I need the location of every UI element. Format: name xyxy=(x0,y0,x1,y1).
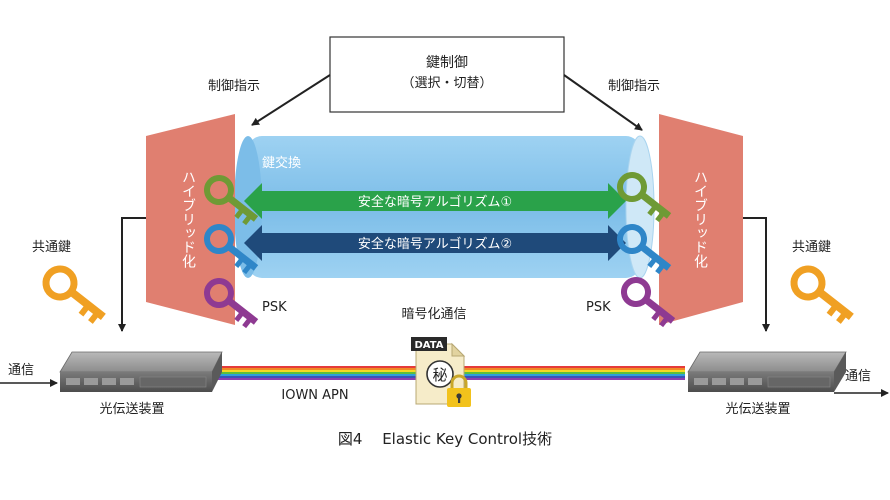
comm-label-right: 通信 xyxy=(845,369,871,384)
key-control-box: 鍵制御 （選択・切替） xyxy=(329,36,565,113)
algo2-label: 安全な暗号アルゴリズム② xyxy=(358,236,512,252)
shared-key-label-right: 共通鍵 xyxy=(792,239,831,255)
key-icon xyxy=(617,224,672,275)
comm-label-left: 通信 xyxy=(8,363,34,378)
key-icon xyxy=(204,175,259,226)
key-icon xyxy=(790,265,854,324)
secret-mark: 秘 xyxy=(432,366,447,384)
optical-device-left xyxy=(59,351,223,392)
hybrid-panel-right xyxy=(659,114,743,325)
optical-device-right xyxy=(687,351,847,392)
figure-caption: 図4 Elastic Key Control技術 xyxy=(338,430,552,448)
algo2-arrow: 安全な暗号アルゴリズム② xyxy=(244,225,626,261)
instruction-label-right: 制御指示 xyxy=(608,79,660,94)
encrypted-comm-label: 暗号化通信 xyxy=(401,307,466,322)
hybrid-label-right: ハイブリッド化 xyxy=(692,170,708,269)
key-icon xyxy=(621,277,676,328)
instruction-label-left: 制御指示 xyxy=(208,79,260,94)
key-feed-arrow-left xyxy=(118,217,146,332)
instruction-arrow-left xyxy=(251,74,331,126)
hybrid-panel-left xyxy=(146,114,235,325)
key-feed-arrow-right xyxy=(743,217,770,332)
key-exchange-label: 鍵交換 xyxy=(262,155,301,171)
data-tag-label: DATA xyxy=(414,340,443,351)
key-icon xyxy=(204,278,259,329)
shared-key-label-left: 共通鍵 xyxy=(32,239,71,255)
instruction-arrow-right xyxy=(563,74,643,131)
device-label-left: 光伝送装置 xyxy=(99,402,164,417)
padlock-icon xyxy=(447,374,471,407)
network-label: IOWN APN xyxy=(281,388,348,403)
key-icon xyxy=(204,224,259,275)
psk-label-left: PSK xyxy=(262,300,287,315)
key-icon xyxy=(617,172,672,223)
algo1-label: 安全な暗号アルゴリズム① xyxy=(358,194,512,210)
device-label-right: 光伝送装置 xyxy=(725,402,790,417)
hybrid-label-left: ハイブリッド化 xyxy=(180,170,196,269)
algo1-arrow: 安全な暗号アルゴリズム① xyxy=(244,183,626,219)
key-control-subtitle: （選択・切替） xyxy=(401,76,492,91)
key-icon xyxy=(42,265,106,324)
key-control-title: 鍵制御 xyxy=(426,55,468,71)
psk-label-right: PSK xyxy=(586,300,611,315)
